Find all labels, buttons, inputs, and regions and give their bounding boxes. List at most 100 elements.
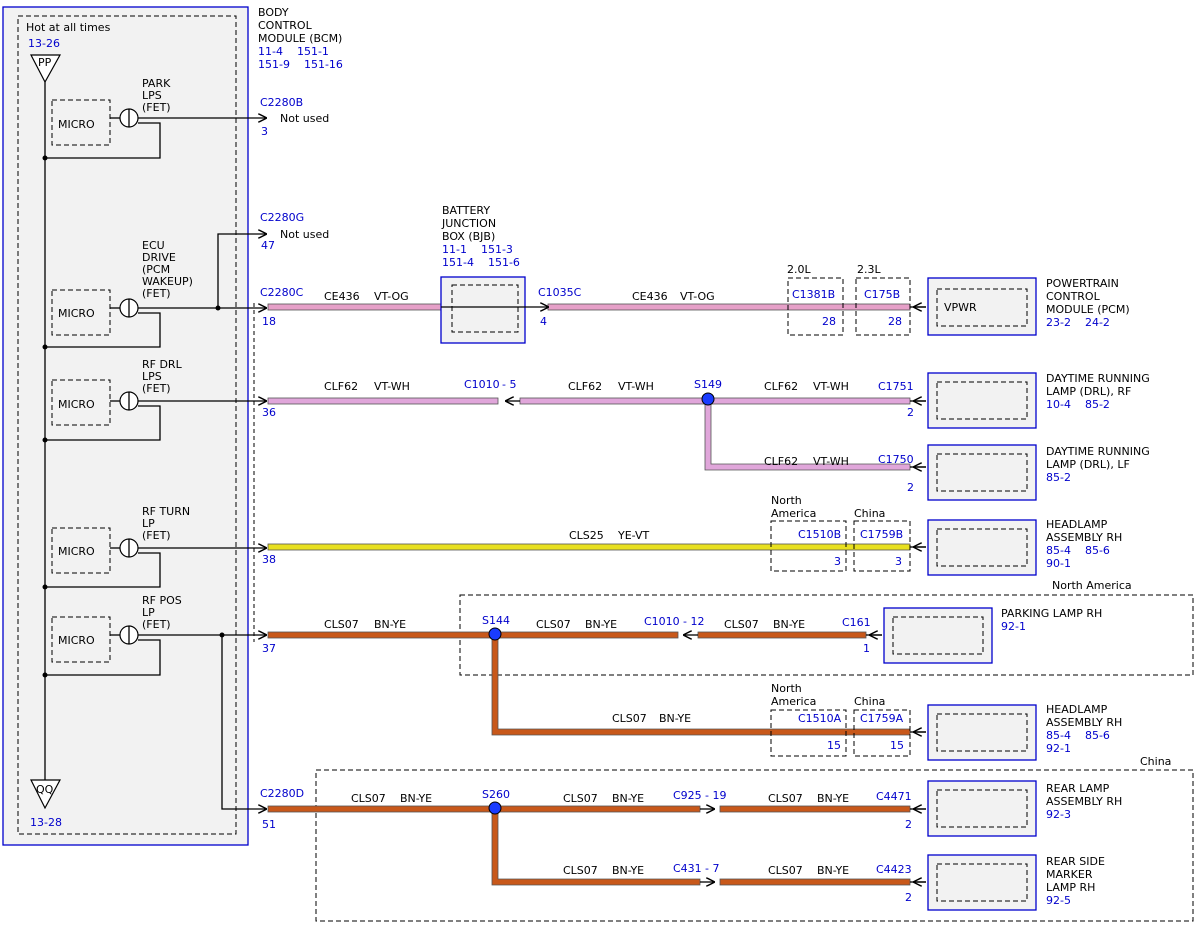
c1750-label[interactable]: C1750 <box>878 453 914 466</box>
drl-rf[interactable]: DAYTIME RUNNING LAMP (DRL), RF 10-4 85-2 <box>927 372 1150 429</box>
driver-label: (PCM <box>142 263 170 276</box>
wire-clf62[interactable] <box>519 397 911 405</box>
c1759b-dash <box>853 520 911 572</box>
wire-cls07[interactable] <box>267 631 679 639</box>
wire-cls25[interactable] <box>267 543 911 551</box>
driver-label: LPS <box>142 89 162 102</box>
wire-code: CLF62 <box>764 380 798 393</box>
component-ref[interactable]: 23-2 24-2 <box>1046 316 1110 329</box>
bcm-ref[interactable]: 151-9 151-16 <box>258 58 343 71</box>
c1510a-dash <box>770 709 847 757</box>
component-ref[interactable]: 92-1 <box>1001 620 1026 633</box>
c161-label[interactable]: C161 <box>842 616 871 629</box>
c1010-label[interactable]: C1010 <box>644 615 680 628</box>
c2280g-label[interactable]: C2280G <box>260 211 304 224</box>
component-ref[interactable]: 151-4 151-6 <box>442 256 520 269</box>
wire-code: CLS07 <box>612 712 647 725</box>
c2280d-label[interactable]: C2280D <box>260 787 304 800</box>
driver-park-lps: MICRO PARK LPS (FET) <box>42 77 267 161</box>
c1751-label[interactable]: C1751 <box>878 380 914 393</box>
component-ref[interactable]: 85-4 85-6 <box>1046 544 1110 557</box>
driver-label: PARK <box>142 77 171 90</box>
component-name: REAR SIDE <box>1046 855 1105 868</box>
drl-lf[interactable]: DAYTIME RUNNING LAMP (DRL), LF 85-2 <box>927 444 1150 501</box>
market-note: North <box>771 682 802 695</box>
headlamp-assembly-rh-2[interactable]: HEADLAMP ASSEMBLY RH 85-4 85-6 92-1 <box>927 703 1122 761</box>
c2280c-pin: 38 <box>262 553 276 566</box>
component-ref[interactable]: 11-1 151-3 <box>442 243 513 256</box>
component-ref[interactable]: 10-4 85-2 <box>1046 398 1110 411</box>
wire-cls07[interactable] <box>719 805 911 813</box>
wire-cls07[interactable] <box>719 878 911 886</box>
c1759a-dash <box>853 709 911 757</box>
c1759a-label[interactable]: C1759A <box>860 712 904 725</box>
wire-color: BN-YE <box>817 864 849 877</box>
c1381b-label[interactable]: C1381B <box>792 288 835 301</box>
c2280c-label[interactable]: C2280C <box>260 286 304 299</box>
splice-s260[interactable] <box>488 801 502 815</box>
wire-color: BN-YE <box>612 864 644 877</box>
c4471-label[interactable]: C4471 <box>876 790 912 803</box>
bcm-title-line: BODY <box>258 6 289 19</box>
market-note: America <box>771 695 816 708</box>
component-ref[interactable]: 92-3 <box>1046 808 1071 821</box>
splice-s149[interactable] <box>701 392 715 406</box>
c1381b-dash <box>787 277 844 336</box>
driver-label: (FET) <box>142 529 171 542</box>
wire-code: CLS07 <box>768 864 803 877</box>
wire-color: BN-YE <box>374 618 406 631</box>
c1510b-label[interactable]: C1510B <box>798 528 841 541</box>
wire-color: BN-YE <box>585 618 617 631</box>
c1035c-label[interactable]: C1035C <box>538 286 582 299</box>
c4423-label[interactable]: C4423 <box>876 863 912 876</box>
micro-label: MICRO <box>58 398 95 411</box>
wire-code: CLS07 <box>351 792 386 805</box>
powertrain-control-module[interactable]: VPWR POWERTRAIN CONTROL MODULE (PCM) 23-… <box>927 277 1130 336</box>
c431-label[interactable]: C431 <box>673 862 702 875</box>
splice-s144[interactable] <box>488 627 502 641</box>
component-ref[interactable]: 92-5 <box>1046 894 1071 907</box>
market-note: China <box>854 507 885 520</box>
component-ref[interactable]: 92-1 <box>1046 742 1071 755</box>
wire-cls07[interactable] <box>267 805 701 813</box>
component-name: HEADLAMP <box>1046 518 1108 531</box>
component-name: LAMP (DRL), LF <box>1046 458 1130 471</box>
wire-ce436[interactable] <box>267 303 442 311</box>
micro-label: MICRO <box>58 307 95 320</box>
rear-side-marker-lamp-rh[interactable]: REAR SIDE MARKER LAMP RH 92-5 <box>927 854 1105 911</box>
c1010-pin: - 12 <box>683 615 704 628</box>
c1759b-label[interactable]: C1759B <box>860 528 903 541</box>
c1010-label[interactable]: C1010 <box>464 378 500 391</box>
c1035c-pin: 4 <box>540 315 547 328</box>
c1510a-label[interactable]: C1510A <box>798 712 842 725</box>
wire-color: VT-WH <box>374 380 410 393</box>
component-name: REAR LAMP <box>1046 782 1110 795</box>
driver-label: RF DRL <box>142 358 183 371</box>
not-used-label: Not used <box>280 228 329 241</box>
component-ref[interactable]: 85-4 85-6 <box>1046 729 1110 742</box>
bcm-title-line: MODULE (BCM) <box>258 32 342 45</box>
engine-note: 2.0L <box>787 263 811 276</box>
c175b-label[interactable]: C175B <box>864 288 900 301</box>
c2280b-label[interactable]: C2280B <box>260 96 303 109</box>
wire-cls07[interactable] <box>697 631 867 639</box>
rear-lamp-assembly-rh[interactable]: REAR LAMP ASSEMBLY RH 92-3 <box>927 780 1122 837</box>
micro-label: MICRO <box>58 634 95 647</box>
parking-lamp-rh[interactable]: PARKING LAMP RH 92-1 <box>883 607 1102 664</box>
circuit-cls25: CLS25 YE-VT North America C1510B 3 China… <box>267 494 1122 576</box>
component-ref[interactable]: 85-2 <box>1046 471 1071 484</box>
wire-code: CLS07 <box>536 618 571 631</box>
wire-clf62[interactable] <box>267 397 499 405</box>
bcm-ref[interactable]: 11-4 151-1 <box>258 45 329 58</box>
wire-cls07-branch[interactable] <box>491 637 911 736</box>
battery-junction-box[interactable]: BATTERY JUNCTION BOX (BJB) 11-1 151-3 15… <box>440 204 526 344</box>
component-name: ASSEMBLY RH <box>1046 795 1122 808</box>
component-name: DAYTIME RUNNING <box>1046 372 1150 385</box>
splice-label: S149 <box>694 378 722 391</box>
headlamp-assembly-rh-1[interactable]: HEADLAMP ASSEMBLY RH 85-4 85-6 90-1 <box>927 518 1122 576</box>
wire-code: CE436 <box>324 290 360 303</box>
component-ref[interactable]: 90-1 <box>1046 557 1071 570</box>
c175b-pin: 28 <box>888 315 902 328</box>
c925-label[interactable]: C925 <box>673 789 702 802</box>
hot-at-all-times: Hot at all times <box>26 21 111 34</box>
